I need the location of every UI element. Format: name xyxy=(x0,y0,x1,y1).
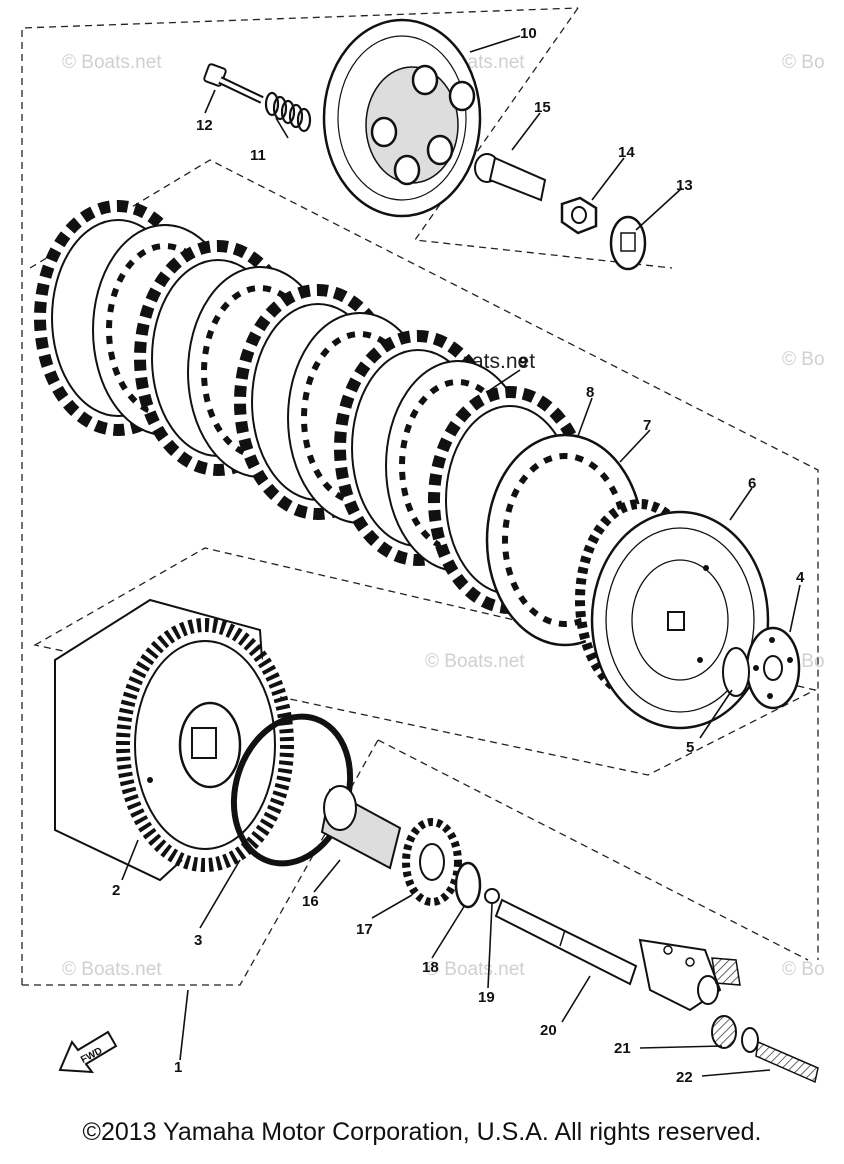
callout-1: 1 xyxy=(174,1059,182,1076)
thrust-washer xyxy=(454,861,482,909)
lock-washer xyxy=(609,215,647,271)
callout-9: 9 xyxy=(519,354,527,371)
leader-lines xyxy=(121,35,801,1077)
callout-11: 11 xyxy=(250,147,266,164)
lock-nut xyxy=(560,196,598,235)
clutch-boss xyxy=(575,499,770,730)
watermark: © Boats.net xyxy=(425,959,525,980)
watermark-partial: © Bo xyxy=(782,349,825,370)
push-rod-long xyxy=(494,898,638,986)
watermark: © Boats.net xyxy=(425,651,525,672)
outer-group-outline xyxy=(21,7,579,985)
spacer xyxy=(320,785,402,870)
adjusting-screw xyxy=(755,1040,819,1084)
ball xyxy=(484,888,500,904)
callout-16: 16 xyxy=(302,893,319,910)
clutch-housing xyxy=(54,598,294,882)
callout-2: 2 xyxy=(112,882,120,899)
thrust-plate xyxy=(745,626,801,710)
callout-10: 10 xyxy=(520,25,537,42)
group-outlines xyxy=(21,7,819,986)
callout-8: 8 xyxy=(586,384,594,401)
push-lever-assembly xyxy=(638,938,759,1053)
callout-15: 15 xyxy=(534,99,551,116)
callout-22: 22 xyxy=(676,1069,693,1086)
callout-6: 6 xyxy=(748,475,756,492)
callout-18: 18 xyxy=(422,959,439,976)
callout-20: 20 xyxy=(540,1022,557,1039)
watermark-partial: © Bo xyxy=(782,959,825,980)
callout-19: 19 xyxy=(478,989,495,1006)
push-rod-short xyxy=(474,153,547,202)
fwd-arrow-icon: FWD xyxy=(58,1030,118,1074)
lock-washer-small xyxy=(722,647,750,697)
copyright-notice: ©2013 Yamaha Motor Corporation, U.S.A. A… xyxy=(82,1118,762,1146)
callout-13: 13 xyxy=(676,177,693,194)
callout-21: 21 xyxy=(614,1040,631,1057)
pressure-plate xyxy=(322,18,482,218)
hub-group-outline xyxy=(33,547,817,776)
callout-labels: 1 2 3 4 5 6 7 8 9 10 11 12 13 14 15 16 1… xyxy=(112,25,805,1086)
watermark: © Boats.net xyxy=(62,959,162,980)
watermark: © Boats.net xyxy=(62,52,162,73)
callout-12: 12 xyxy=(196,117,213,134)
callout-7: 7 xyxy=(643,417,651,434)
callout-17: 17 xyxy=(356,921,373,938)
callout-4: 4 xyxy=(796,569,805,586)
callout-14: 14 xyxy=(618,144,635,161)
callout-3: 3 xyxy=(194,932,202,949)
push-rod-group-outline xyxy=(377,739,809,961)
watermark-partial: © Bo xyxy=(782,52,825,73)
primary-drive-gear xyxy=(402,818,462,906)
clutch-spring xyxy=(264,91,312,133)
lower-group-outline xyxy=(22,739,379,986)
clutch-spring-screw xyxy=(203,63,264,104)
callout-5: 5 xyxy=(686,739,694,756)
friction-plate-stack xyxy=(34,200,645,647)
